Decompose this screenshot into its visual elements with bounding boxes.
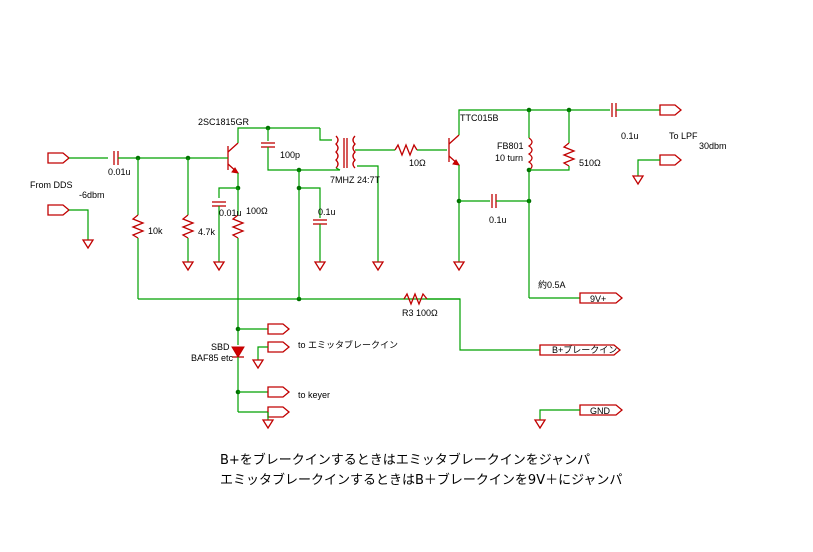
output-cap-label: 0.1u — [621, 131, 639, 141]
emitter-res-label: 100Ω — [246, 206, 268, 216]
r510-label: 510Ω — [579, 158, 601, 168]
lpf-port — [659, 104, 683, 116]
note-line-2: エミッタブレークインするときはB＋ブレークインを9V＋にジャンパ — [220, 472, 622, 488]
port-gnd-label: GND — [590, 406, 611, 416]
to-lpf-label: To LPF — [669, 131, 698, 141]
to-emitter-label: to エミッタブレークイン — [298, 339, 398, 350]
r10k-label: 10k — [148, 226, 163, 236]
ferrite-inductor — [527, 110, 533, 298]
lpf-ground-port — [659, 154, 683, 166]
from-dds-label: From DDS — [30, 180, 73, 190]
r4k7-label: 4.7k — [198, 227, 216, 237]
port-gnd — [579, 404, 624, 416]
dbm6-label: -6dbm — [79, 190, 105, 200]
port-bplus-label: B+ブレークイン — [552, 344, 617, 355]
port-9v — [579, 292, 624, 304]
r10-label: 10Ω — [409, 158, 426, 168]
transistor-q2 — [448, 134, 460, 166]
dbm30-label: 30dbm — [699, 141, 727, 151]
r3-label: R3 100Ω — [402, 308, 438, 318]
fb-label: FB801 — [497, 141, 524, 151]
resistor-4k7 — [181, 158, 195, 272]
emitter-capacitor — [212, 201, 226, 272]
input-capacitor — [113, 151, 119, 165]
q2-label: TTC015B — [460, 113, 499, 123]
resistor-10k — [131, 158, 145, 299]
q2-cap-label: 0.1u — [489, 215, 507, 225]
schottky-diode — [231, 346, 245, 412]
resistor-r3 — [403, 292, 428, 306]
transformer-7mhz — [319, 128, 395, 272]
input-cap-label: 0.01u — [108, 167, 131, 177]
q1-label: 2SC1815GR — [198, 117, 250, 127]
turns-label: 10 turn — [495, 153, 523, 163]
resistor-10ohm — [394, 143, 447, 157]
baf-label: BAF85 etc — [191, 353, 234, 363]
transformer-label: 7MHZ 24:7T — [330, 175, 381, 185]
capacitor-100p — [261, 128, 340, 171]
to-keyer-label: to keyer — [298, 390, 330, 400]
tank-cap-label: 0.1u — [318, 207, 336, 217]
input-port — [47, 152, 108, 164]
port-b-plus-breakin — [539, 344, 622, 356]
current-label: 約0.5A — [538, 279, 566, 290]
tank-capacitor — [299, 187, 327, 272]
port-9v-label: 9V+ — [590, 294, 606, 304]
resistor-510ohm — [529, 110, 576, 171]
note-line-1: B+をブレークインするときはエミッタブレークインをジャンパ — [220, 452, 590, 468]
c100p-label: 100p — [280, 150, 300, 160]
output-capacitor — [611, 103, 660, 117]
transistor-q1 — [218, 142, 239, 174]
sbd-label: SBD — [211, 342, 230, 352]
input-ground — [47, 204, 95, 250]
emitter-cap-label: 0.01u — [219, 208, 242, 218]
q2-emitter-capacitor — [459, 194, 529, 208]
